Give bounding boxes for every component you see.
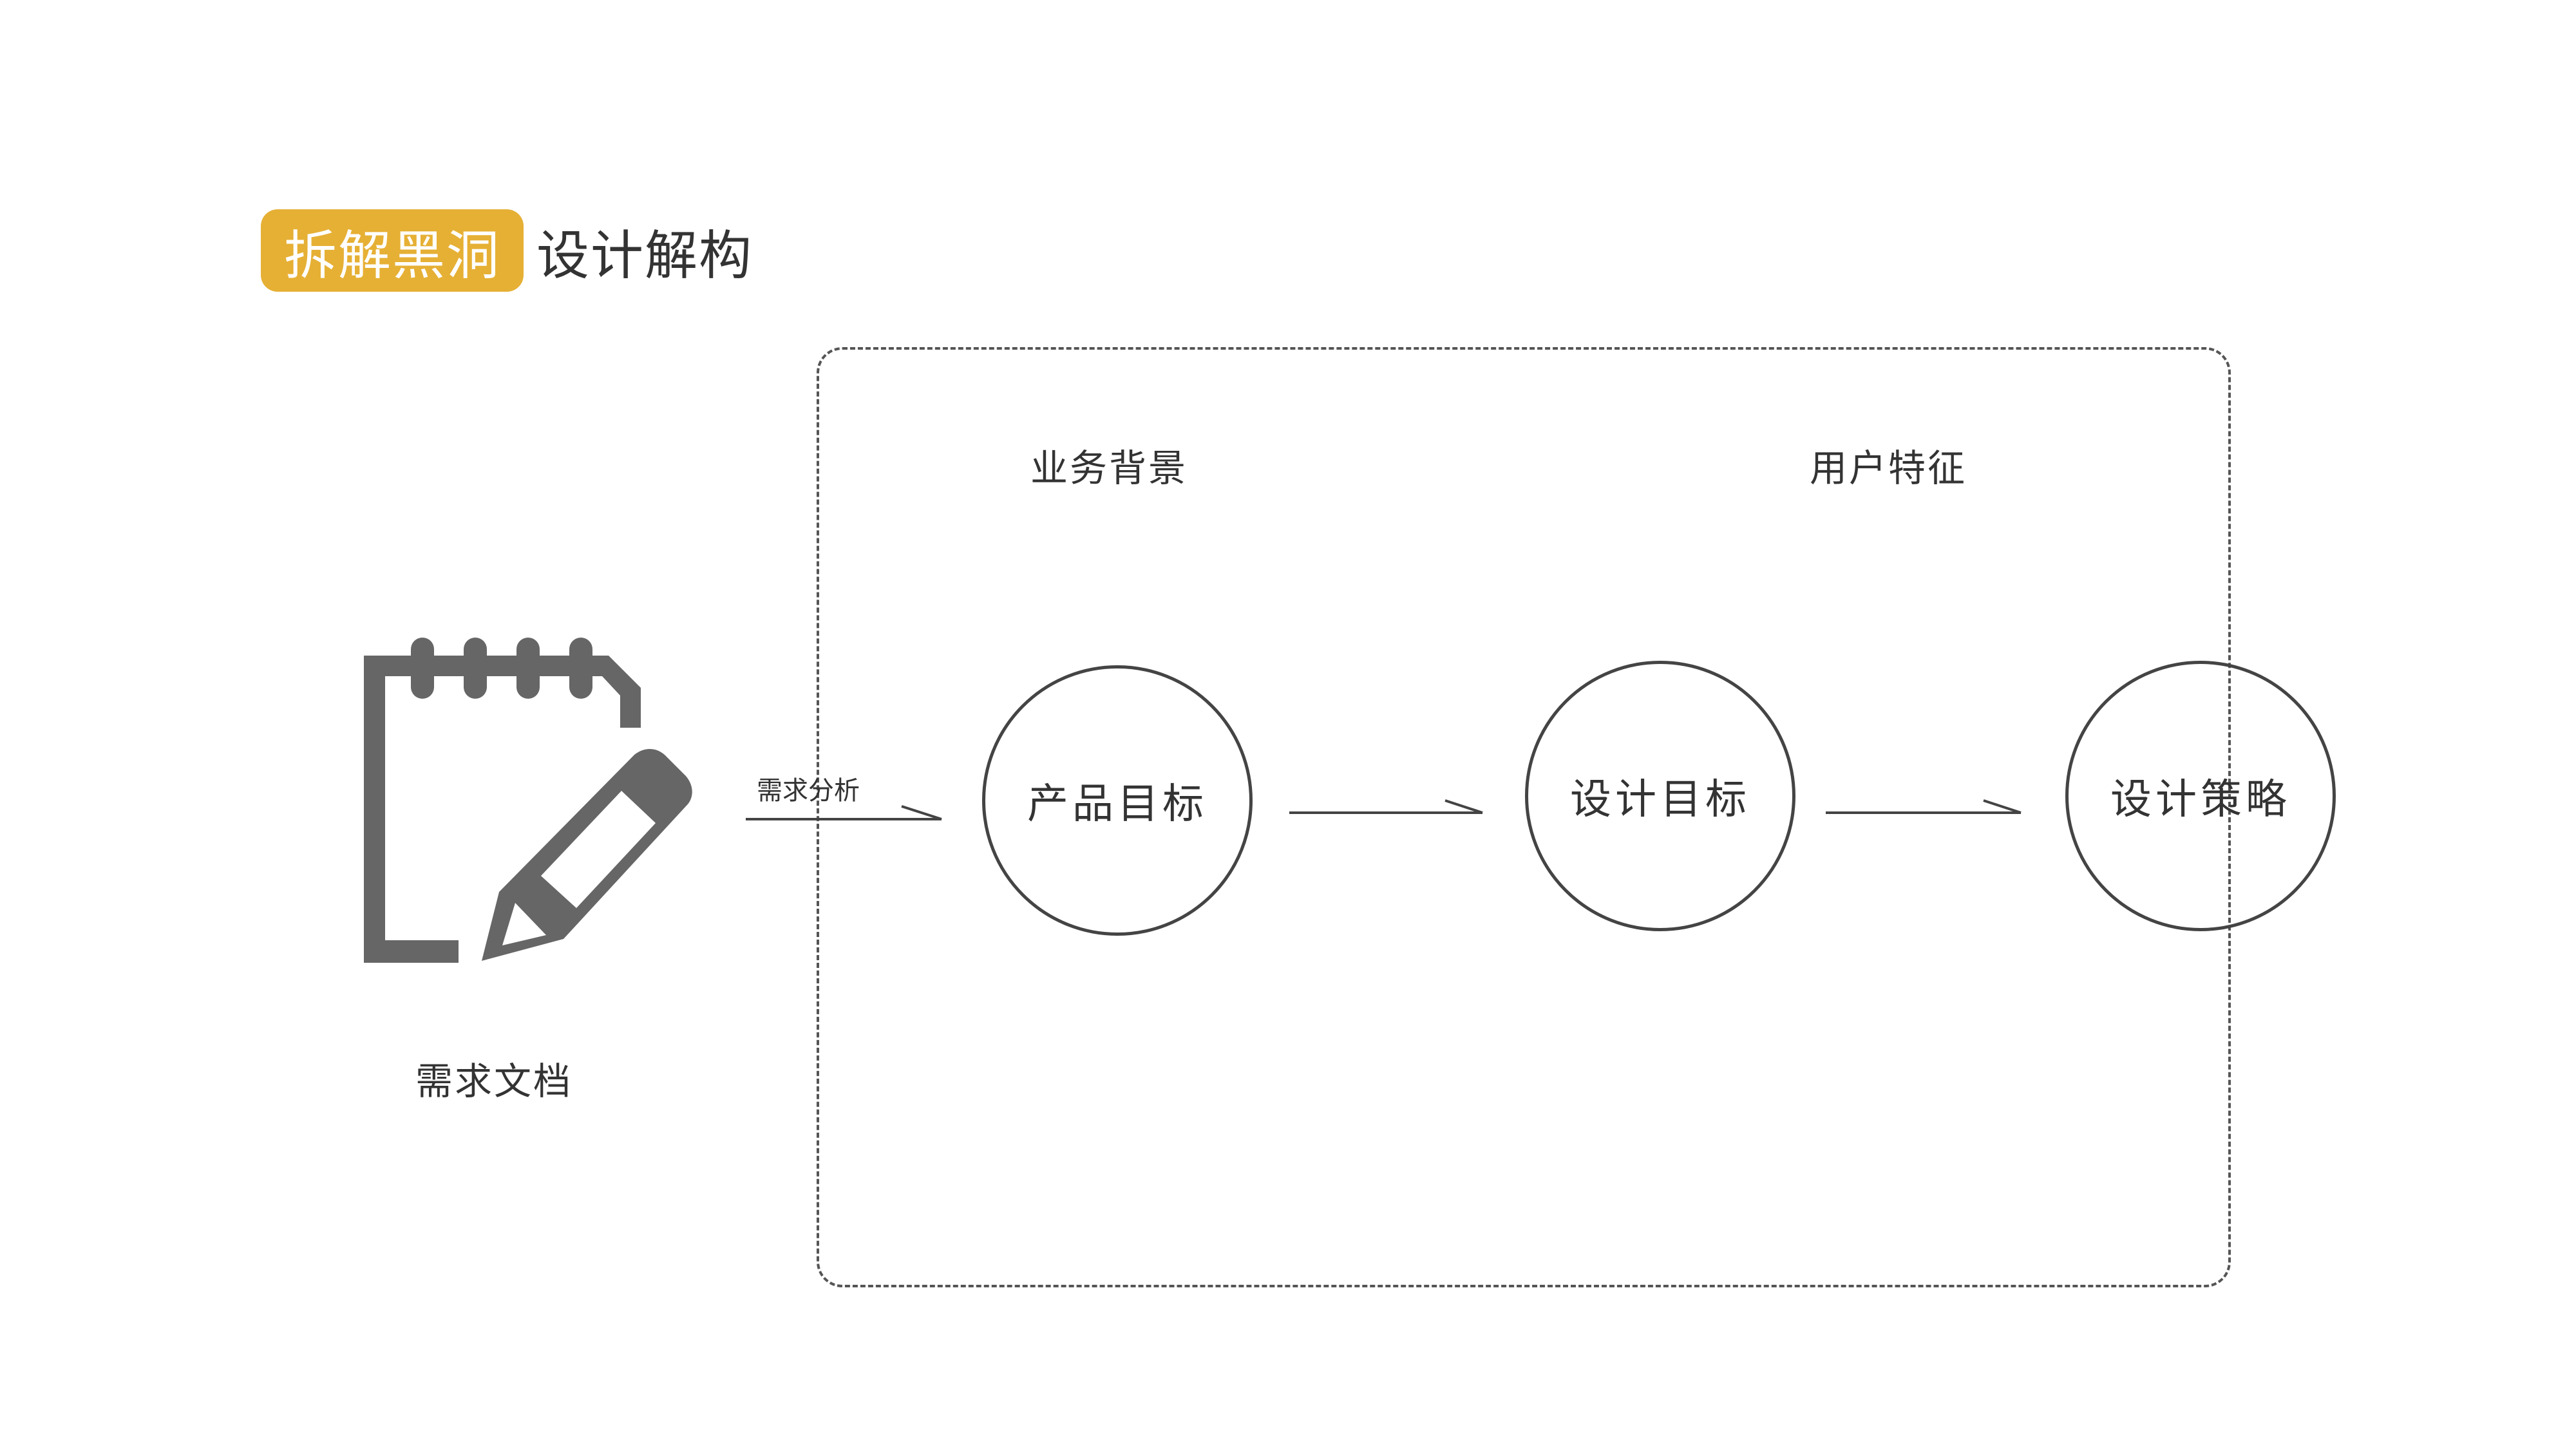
notepad-pencil-icon [364,638,692,963]
node-product-goal: 产品目标 [982,665,1253,936]
node-label: 设计策略 [2110,776,2291,824]
arrow-node2-to-node3 [1826,799,2022,814]
arrow-label: 需求分析 [757,776,860,806]
node-label: 产品目标 [1027,781,1208,828]
node-label: 设计目标 [1570,776,1750,824]
context-label-user: 用户特征 [1810,446,1967,490]
source-label: 需求文档 [415,1059,573,1103]
title-text: 设计解构 [536,225,753,287]
arrow-node1-to-node2 [1289,799,1483,814]
page-title: 拆解黑洞 设计解构 [261,209,753,292]
context-label-business: 业务背景 [1030,446,1188,490]
node-design-strategy: 设计策略 [2065,661,2336,931]
node-design-goal: 设计目标 [1525,661,1795,931]
arrow-requirement-analysis [746,805,942,820]
title-badge: 拆解黑洞 [261,209,524,292]
